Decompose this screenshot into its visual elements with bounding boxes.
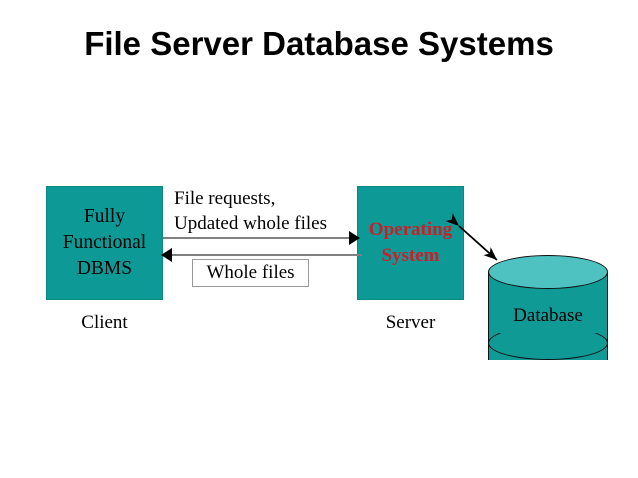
arrow-right-head-icon [349,231,360,245]
server-box-label: Operating System [369,217,452,269]
client-box-icon: Fully Functional DBMS [46,186,163,300]
arrow-right-icon [163,237,351,239]
double-arrow-icon [445,213,498,261]
client-box-label-line2: Functional [62,232,147,253]
arrow-left-head-icon [161,248,172,262]
cylinder-top-ellipse [488,255,608,289]
whole-files-label-box: Whole files [192,259,309,287]
server-box-icon: Operating System [357,186,464,300]
client-box-label-line3: DBMS [76,258,133,279]
client-box-label: Fully Functional DBMS [63,204,146,282]
flow-label-to-server-line1: File requests, [174,188,276,209]
client-caption: Client [81,312,128,333]
server-box-label-line1: Operating [368,219,453,240]
flow-label-to-server-line2: Updated whole files [174,213,328,234]
database-label: Database [513,305,583,326]
server-box-label-line2: System [381,245,440,266]
client-box-label-line1: Fully [83,206,126,227]
cylinder-seam-cover [489,315,607,333]
arrow-left-icon [172,254,362,256]
database-cylinder-icon: Database [488,255,608,377]
flow-label-to-server: File requests, Updated whole files [174,186,364,236]
page-title: File Server Database Systems [84,25,554,62]
server-caption: Server [385,312,436,333]
